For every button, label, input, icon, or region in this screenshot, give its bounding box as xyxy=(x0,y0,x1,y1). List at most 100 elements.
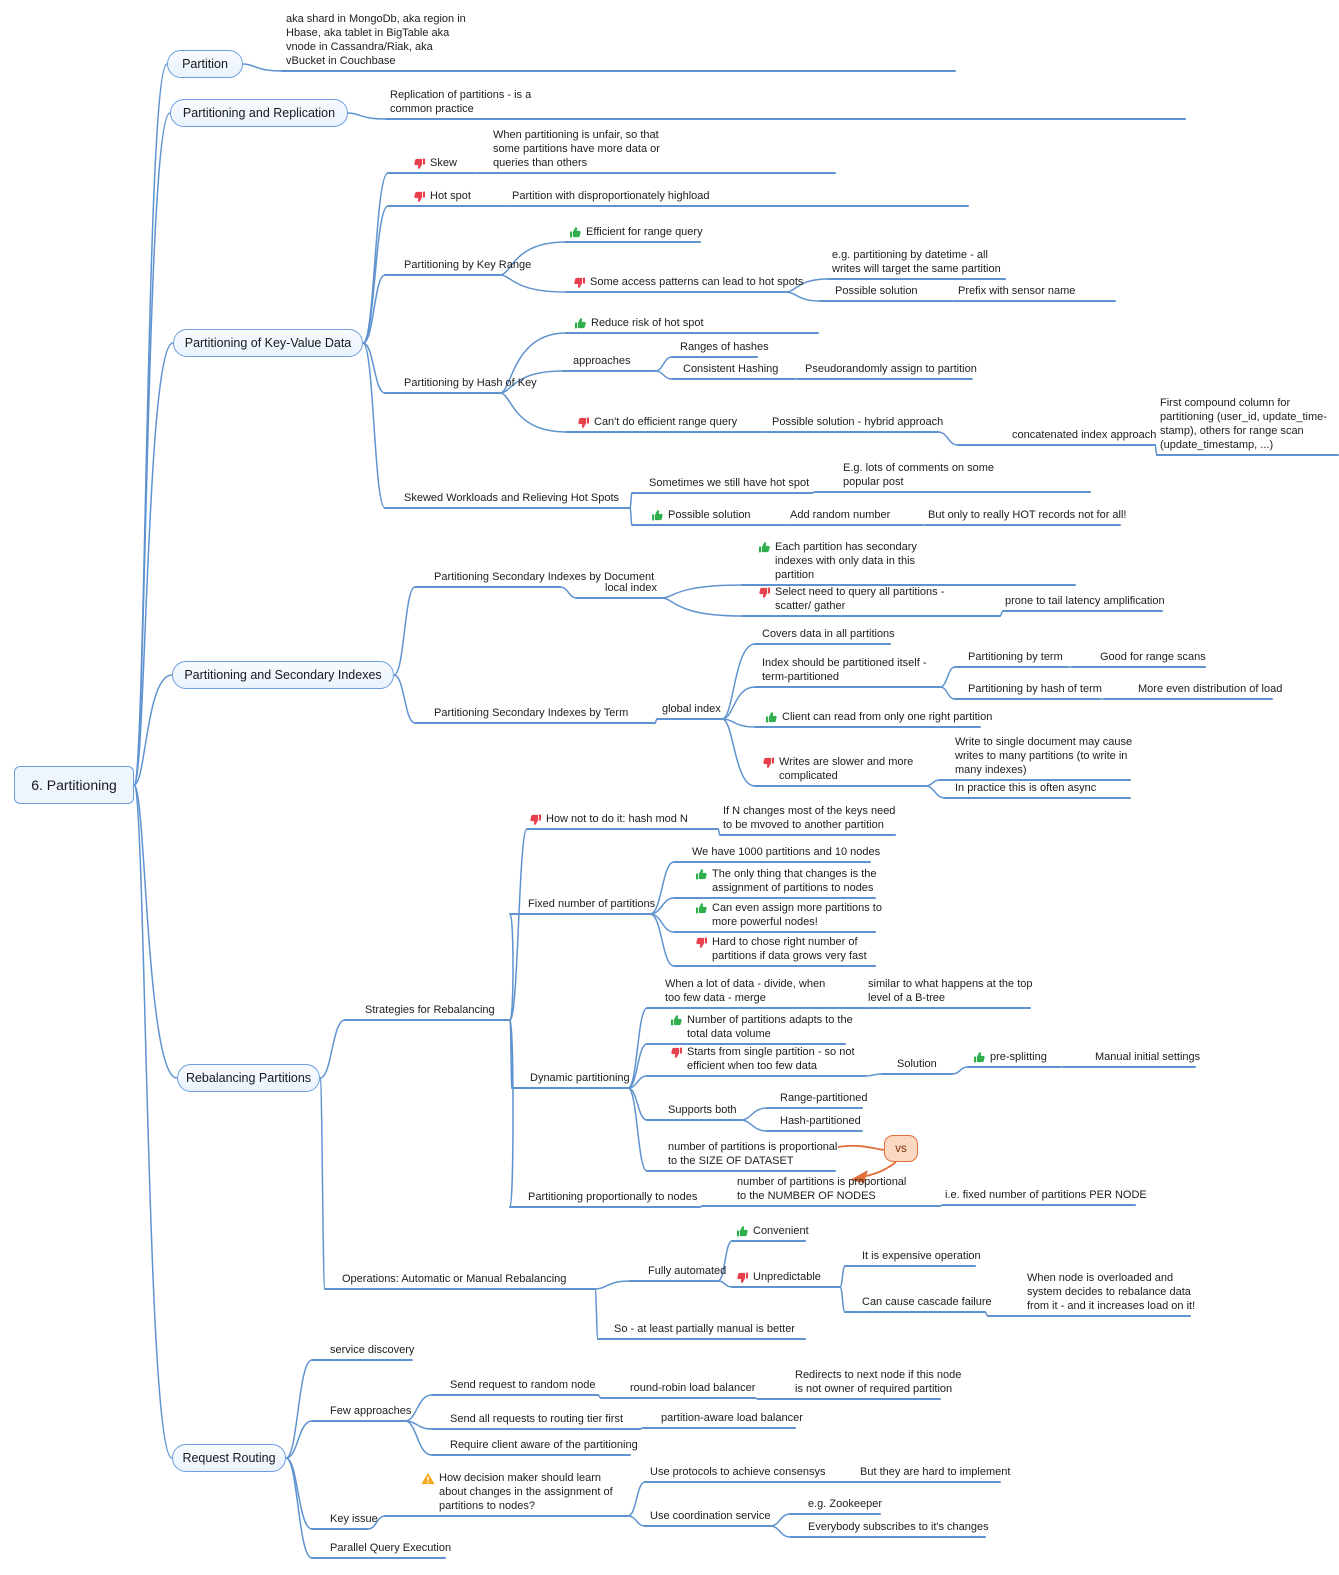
node-send-request-to-random[interactable]: Send request to random node xyxy=(450,1378,596,1392)
node-partitioning-proportionally-to-nodes[interactable]: Partitioning proportionally to nodes xyxy=(528,1190,697,1204)
node-number-of-partitions-adapts[interactable]: Number of partitions adapts to the total… xyxy=(670,1013,853,1041)
node-add-random-number[interactable]: Add random number xyxy=(790,508,890,522)
node-aka-shard-in-mongodb[interactable]: aka shard in MongoDb, aka region in Hbas… xyxy=(286,12,466,68)
node-everybody-subscribes-to-it[interactable]: Everybody subscribes to it's changes xyxy=(808,1520,989,1534)
node-hot-spot[interactable]: Hot spot xyxy=(413,189,471,203)
node-can-even-assign-more[interactable]: Can even assign more partitions to more … xyxy=(695,901,882,929)
node-local-index[interactable]: local index xyxy=(605,581,657,595)
node-covers-data-in-all[interactable]: Covers data in all partitions xyxy=(762,627,895,641)
node-fixed-number-of-partitions[interactable]: Fixed number of partitions xyxy=(528,897,655,911)
node-in-practice-this-is[interactable]: In practice this is often async xyxy=(955,781,1096,795)
node-operations-automatic-or-manual[interactable]: Operations: Automatic or Manual Rebalanc… xyxy=(342,1272,566,1286)
node-use-protocols-to-achieve[interactable]: Use protocols to achieve consensys xyxy=(650,1465,825,1479)
node-sometimes-we-still-have[interactable]: Sometimes we still have hot spot xyxy=(649,476,809,490)
node-manual-initial-settings[interactable]: Manual initial settings xyxy=(1095,1050,1200,1064)
node-skewed-workloads-and-relieving[interactable]: Skewed Workloads and Relieving Hot Spots xyxy=(404,491,619,505)
node-fully-automated[interactable]: Fully automated xyxy=(648,1264,726,1278)
topic-partitioning-and-replication[interactable]: Partitioning and Replication xyxy=(170,99,348,127)
node-number-of-partitions-is[interactable]: number of partitions is proportional to … xyxy=(668,1140,837,1168)
node-replication-of-partitions-is[interactable]: Replication of partitions - is a common … xyxy=(390,88,531,116)
node-starts-from-single-partition[interactable]: Starts from single partition - so not ef… xyxy=(670,1045,855,1073)
node-client-can-read-from[interactable]: Client can read from only one right part… xyxy=(765,710,992,724)
node-approaches[interactable]: approaches xyxy=(573,354,631,368)
node-each-partition-has-secondary[interactable]: Each partition has secondary indexes wit… xyxy=(758,540,917,582)
root-topic-6-partitioning[interactable]: 6. Partitioning xyxy=(14,766,134,804)
node-round-robin-load-balancer[interactable]: round-robin load balancer xyxy=(630,1381,755,1395)
node-select-need-to-query[interactable]: Select need to query all partitions - sc… xyxy=(758,585,944,613)
topic-rebalancing-partitions[interactable]: Rebalancing Partitions xyxy=(177,1064,320,1092)
node-can-t-do-efficient[interactable]: Can't do efficient range query xyxy=(577,415,737,429)
vs-callout[interactable]: vs xyxy=(884,1135,918,1162)
node-e-g-lots-of[interactable]: E.g. lots of comments on some popular po… xyxy=(843,461,994,489)
node-when-node-is-overloaded[interactable]: When node is overloaded and system decid… xyxy=(1027,1271,1195,1313)
node-but-only-to-really[interactable]: But only to really HOT records not for a… xyxy=(928,508,1127,522)
node-pseudorandomly-assign-to-partition[interactable]: Pseudorandomly assign to partition xyxy=(805,362,977,376)
node-concatenated-index-approach[interactable]: concatenated index approach xyxy=(1012,428,1156,442)
node-dynamic-partitioning[interactable]: Dynamic partitioning xyxy=(530,1071,630,1085)
node-when-a-lot-of[interactable]: When a lot of data - divide, when too fe… xyxy=(665,977,825,1005)
node-first-compound-column-for[interactable]: First compound column for partitioning (… xyxy=(1160,396,1327,452)
node-redirects-to-next-node[interactable]: Redirects to next node if this node is n… xyxy=(795,1368,961,1396)
node-few-approaches[interactable]: Few approaches xyxy=(330,1404,411,1418)
node-parallel-query-execution[interactable]: Parallel Query Execution xyxy=(330,1541,451,1555)
node-we-have-1000-partitions[interactable]: We have 1000 partitions and 10 nodes xyxy=(692,845,880,859)
node-hard-to-chose-right[interactable]: Hard to chose right number of partitions… xyxy=(695,935,867,963)
node-efficient-for-range-query[interactable]: Efficient for range query xyxy=(569,225,703,239)
topic-request-routing[interactable]: Request Routing xyxy=(172,1444,286,1472)
node-some-access-patterns-can[interactable]: Some access patterns can lead to hot spo… xyxy=(573,275,803,289)
node-when-partitioning-is-unfair[interactable]: When partitioning is unfair, so that som… xyxy=(493,128,660,170)
topic-partitioning-and-secondary-indexes[interactable]: Partitioning and Secondary Indexes xyxy=(172,661,394,689)
node-write-to-single-document[interactable]: Write to single document may cause write… xyxy=(955,735,1132,777)
node-e-g-partitioning-by[interactable]: e.g. partitioning by datetime - all writ… xyxy=(832,248,1001,276)
node-key-issue[interactable]: Key issue xyxy=(330,1512,378,1526)
node-how-not-to-do[interactable]: How not to do it: hash mod N xyxy=(529,812,688,826)
node-require-client-aware-of[interactable]: Require client aware of the partitioning xyxy=(450,1438,638,1452)
node-skew[interactable]: Skew xyxy=(413,156,457,170)
node-partition-aware-load-balancer[interactable]: partition-aware load balancer xyxy=(661,1411,803,1425)
node-partitioning-by-key-range[interactable]: Partitioning by Key Range xyxy=(404,258,531,272)
node-global-index[interactable]: global index xyxy=(662,702,721,716)
node-convenient[interactable]: Convenient xyxy=(736,1224,809,1238)
node-if-n-changes-most[interactable]: If N changes most of the keys need to be… xyxy=(723,804,895,832)
node-pre-splitting[interactable]: pre-splitting xyxy=(973,1050,1047,1064)
node-supports-both[interactable]: Supports both xyxy=(668,1103,737,1117)
node-service-discovery[interactable]: service discovery xyxy=(330,1343,414,1357)
node-send-all-requests-to[interactable]: Send all requests to routing tier first xyxy=(450,1412,623,1426)
node-index-should-be-partitioned[interactable]: Index should be partitioned itself - ter… xyxy=(762,656,927,684)
node-possible-solution[interactable]: Possible solution xyxy=(835,284,918,298)
node-it-is-expensive-operation[interactable]: It is expensive operation xyxy=(862,1249,981,1263)
node-writes-are-slower-and[interactable]: Writes are slower and more complicated xyxy=(762,755,913,783)
node-partitioning-by-hash-of[interactable]: Partitioning by hash of term xyxy=(968,682,1102,696)
node-possible-solution-hybrid-approach[interactable]: Possible solution - hybrid approach xyxy=(772,415,943,429)
node-but-they-are-hard[interactable]: But they are hard to implement xyxy=(860,1465,1010,1479)
node-good-for-range-scans[interactable]: Good for range scans xyxy=(1100,650,1206,664)
node-partitioning-by-term[interactable]: Partitioning by term xyxy=(968,650,1063,664)
node-e-g-zookeeper[interactable]: e.g. Zookeeper xyxy=(808,1497,882,1511)
node-more-even-distribution-of[interactable]: More even distribution of load xyxy=(1138,682,1282,696)
node-solution[interactable]: Solution xyxy=(897,1057,937,1071)
node-i-e-fixed-number[interactable]: i.e. fixed number of partitions PER NODE xyxy=(945,1188,1147,1202)
node-partitioning-by-hash-of[interactable]: Partitioning by Hash of Key xyxy=(404,376,537,390)
node-reduce-risk-of-hot[interactable]: Reduce risk of hot spot xyxy=(574,316,704,330)
topic-partition[interactable]: Partition xyxy=(167,50,243,78)
node-hash-partitioned[interactable]: Hash-partitioned xyxy=(780,1114,861,1128)
node-possible-solution[interactable]: Possible solution xyxy=(651,508,751,522)
node-unpredictable[interactable]: Unpredictable xyxy=(736,1270,821,1284)
node-so-at-least-partially[interactable]: So - at least partially manual is better xyxy=(614,1322,795,1336)
node-can-cause-cascade-failure[interactable]: Can cause cascade failure xyxy=(862,1295,992,1309)
node-partition-with-disproportionately-highload[interactable]: Partition with disproportionately highlo… xyxy=(512,189,710,203)
node-ranges-of-hashes[interactable]: Ranges of hashes xyxy=(680,340,769,354)
node-how-decision-maker-should[interactable]: How decision maker should learn about ch… xyxy=(421,1471,613,1513)
node-number-of-partitions-is[interactable]: number of partitions is proportional to … xyxy=(737,1175,906,1203)
node-strategies-for-rebalancing[interactable]: Strategies for Rebalancing xyxy=(365,1003,495,1017)
topic-partitioning-of-key-value[interactable]: Partitioning of Key-Value Data xyxy=(173,329,363,357)
node-use-coordination-service[interactable]: Use coordination service xyxy=(650,1509,770,1523)
node-partitioning-secondary-indexes-by[interactable]: Partitioning Secondary Indexes by Term xyxy=(434,706,628,720)
node-consistent-hashing[interactable]: Consistent Hashing xyxy=(683,362,778,376)
node-prone-to-tail-latency[interactable]: prone to tail latency amplification xyxy=(1005,594,1165,608)
node-the-only-thing-that[interactable]: The only thing that changes is the assig… xyxy=(695,867,877,895)
node-similar-to-what-happens[interactable]: similar to what happens at the top level… xyxy=(868,977,1032,1005)
node-prefix-with-sensor-name[interactable]: Prefix with sensor name xyxy=(958,284,1075,298)
node-range-partitioned[interactable]: Range-partitioned xyxy=(780,1091,867,1105)
node-partitioning-secondary-indexes-by[interactable]: Partitioning Secondary Indexes by Docume… xyxy=(434,570,654,584)
